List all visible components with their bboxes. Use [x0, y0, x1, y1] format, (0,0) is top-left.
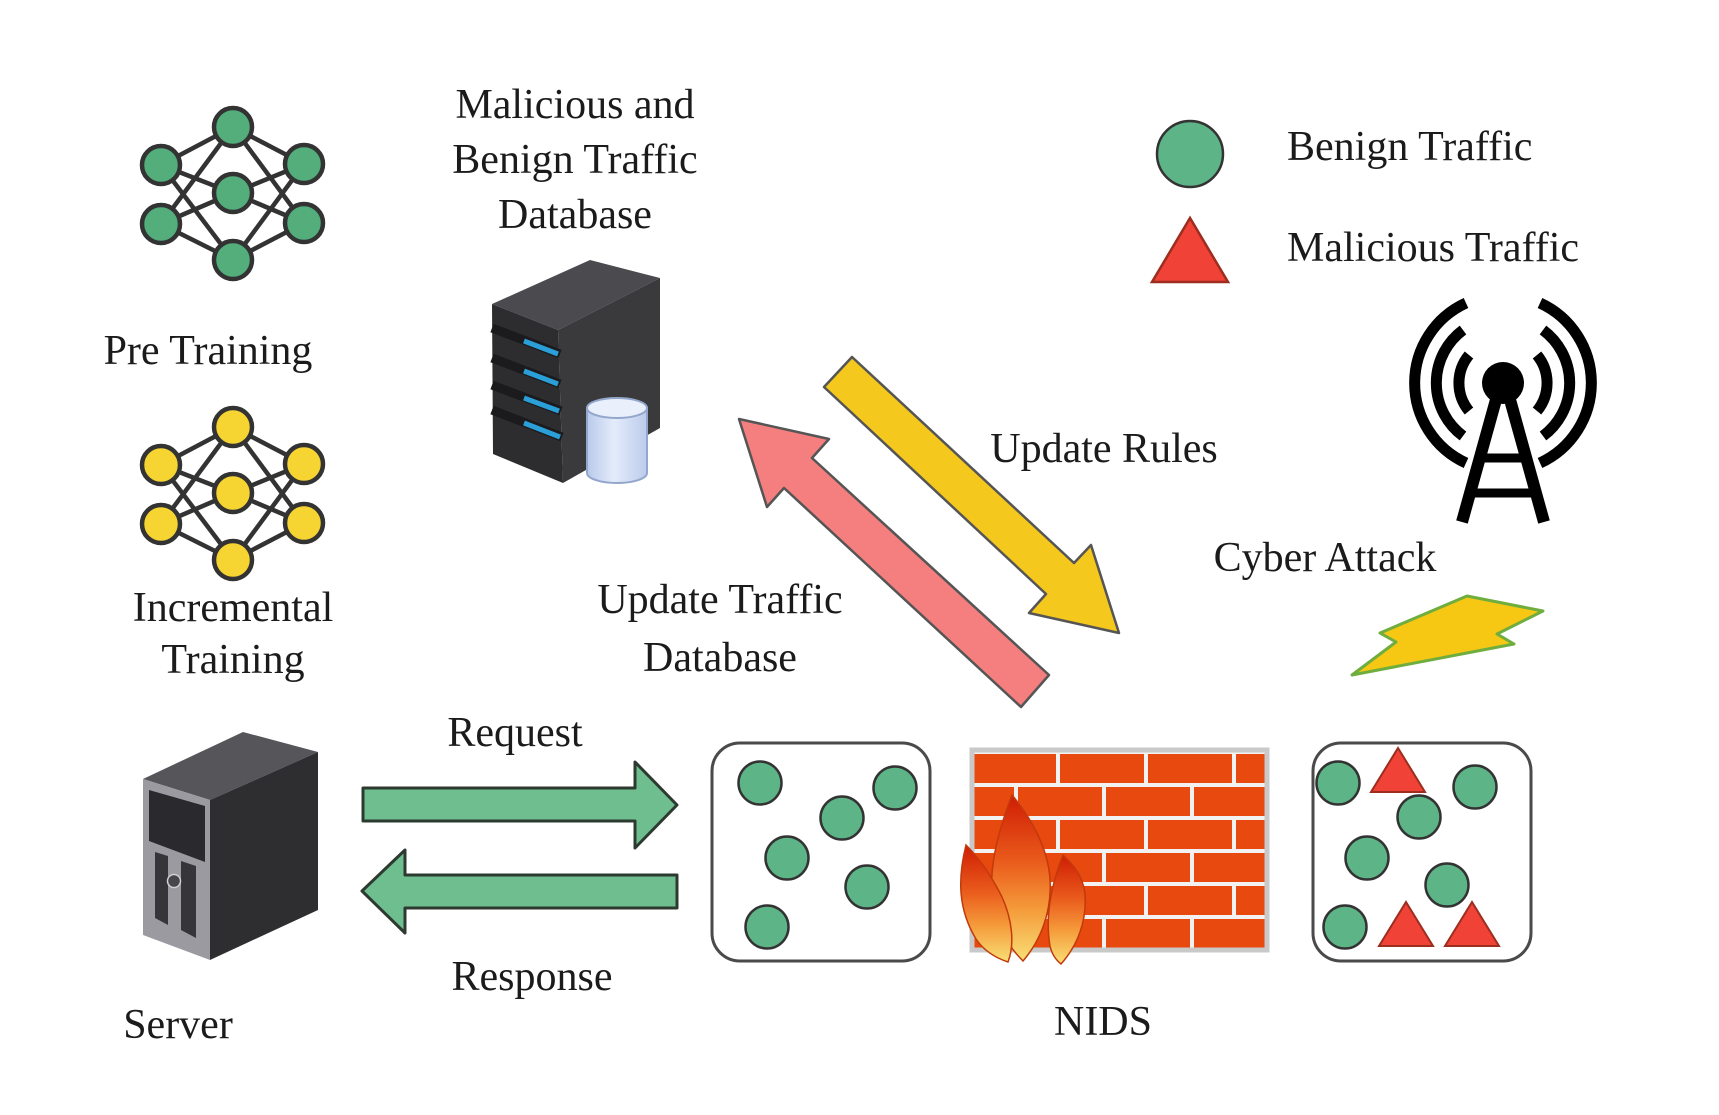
update-traffic-label: Update Traffic Database: [570, 571, 870, 687]
legend-benign-marker: [1155, 119, 1225, 189]
nids-label: NIDS: [1053, 999, 1152, 1045]
benign-dot: [1315, 760, 1361, 806]
database-led-lights: [523, 338, 561, 440]
benign-dot: [1452, 764, 1498, 810]
flame-icon: [959, 793, 1087, 966]
malicious-dot: [1443, 900, 1501, 947]
request-label: Request: [447, 710, 583, 756]
server-label: Server: [123, 1002, 233, 1048]
benign-dot: [1424, 862, 1470, 908]
benign-dot: [872, 765, 918, 811]
mixed-traffic-box: [1311, 741, 1533, 963]
database-label-line: Database: [498, 192, 652, 238]
database-label: Malicious and Benign Traffic Database: [420, 78, 730, 243]
database-label-line: Benign Traffic: [452, 137, 698, 183]
benign-dot: [844, 864, 890, 910]
signal-waves-icon: [1409, 298, 1597, 468]
update-rules-arrow: [822, 355, 1121, 635]
pre-training-label: Pre Training: [103, 328, 313, 374]
malicious-dot: [1369, 746, 1427, 793]
benign-traffic-box: [710, 741, 932, 963]
database-cylinder-icon: [586, 397, 648, 484]
incremental-training-label: Incremental Training: [83, 582, 383, 686]
incremental-training-label-line: Training: [161, 637, 305, 683]
benign-dot: [1344, 835, 1390, 881]
update-traffic-arrow: [737, 417, 1051, 709]
incremental-training-network-icon: [142, 408, 323, 579]
lightning-bolt-icon: [1350, 594, 1545, 677]
cyber-attack-label: Cyber Attack: [1213, 535, 1437, 581]
update-rules-label: Update Rules: [990, 426, 1218, 472]
benign-dot: [1396, 794, 1442, 840]
database-label-line: Malicious and: [455, 82, 695, 128]
benign-dot: [737, 760, 783, 806]
pre-training-network-icon: [142, 108, 323, 279]
server-power-button: [166, 873, 182, 889]
malicious-dot: [1377, 900, 1435, 947]
server-tower-icon: [143, 732, 318, 960]
incremental-training-label-line: Incremental: [132, 585, 334, 631]
legend-malicious-label: Malicious Traffic: [1287, 225, 1580, 271]
database-server-icon: [490, 260, 660, 484]
antenna-icon: [1409, 298, 1597, 524]
request-arrow: [361, 760, 679, 850]
benign-dot: [819, 795, 865, 841]
update-traffic-label-line: Database: [643, 635, 797, 681]
firewall-icon: [959, 747, 1270, 966]
benign-dot: [1322, 904, 1368, 950]
update-traffic-label-line: Update Traffic: [597, 577, 843, 623]
benign-dot: [764, 835, 810, 881]
response-label: Response: [451, 954, 613, 1000]
response-arrow: [360, 848, 679, 935]
legend-malicious-marker: [1149, 215, 1231, 284]
benign-dot: [744, 904, 790, 950]
legend-benign-label: Benign Traffic: [1287, 124, 1533, 170]
